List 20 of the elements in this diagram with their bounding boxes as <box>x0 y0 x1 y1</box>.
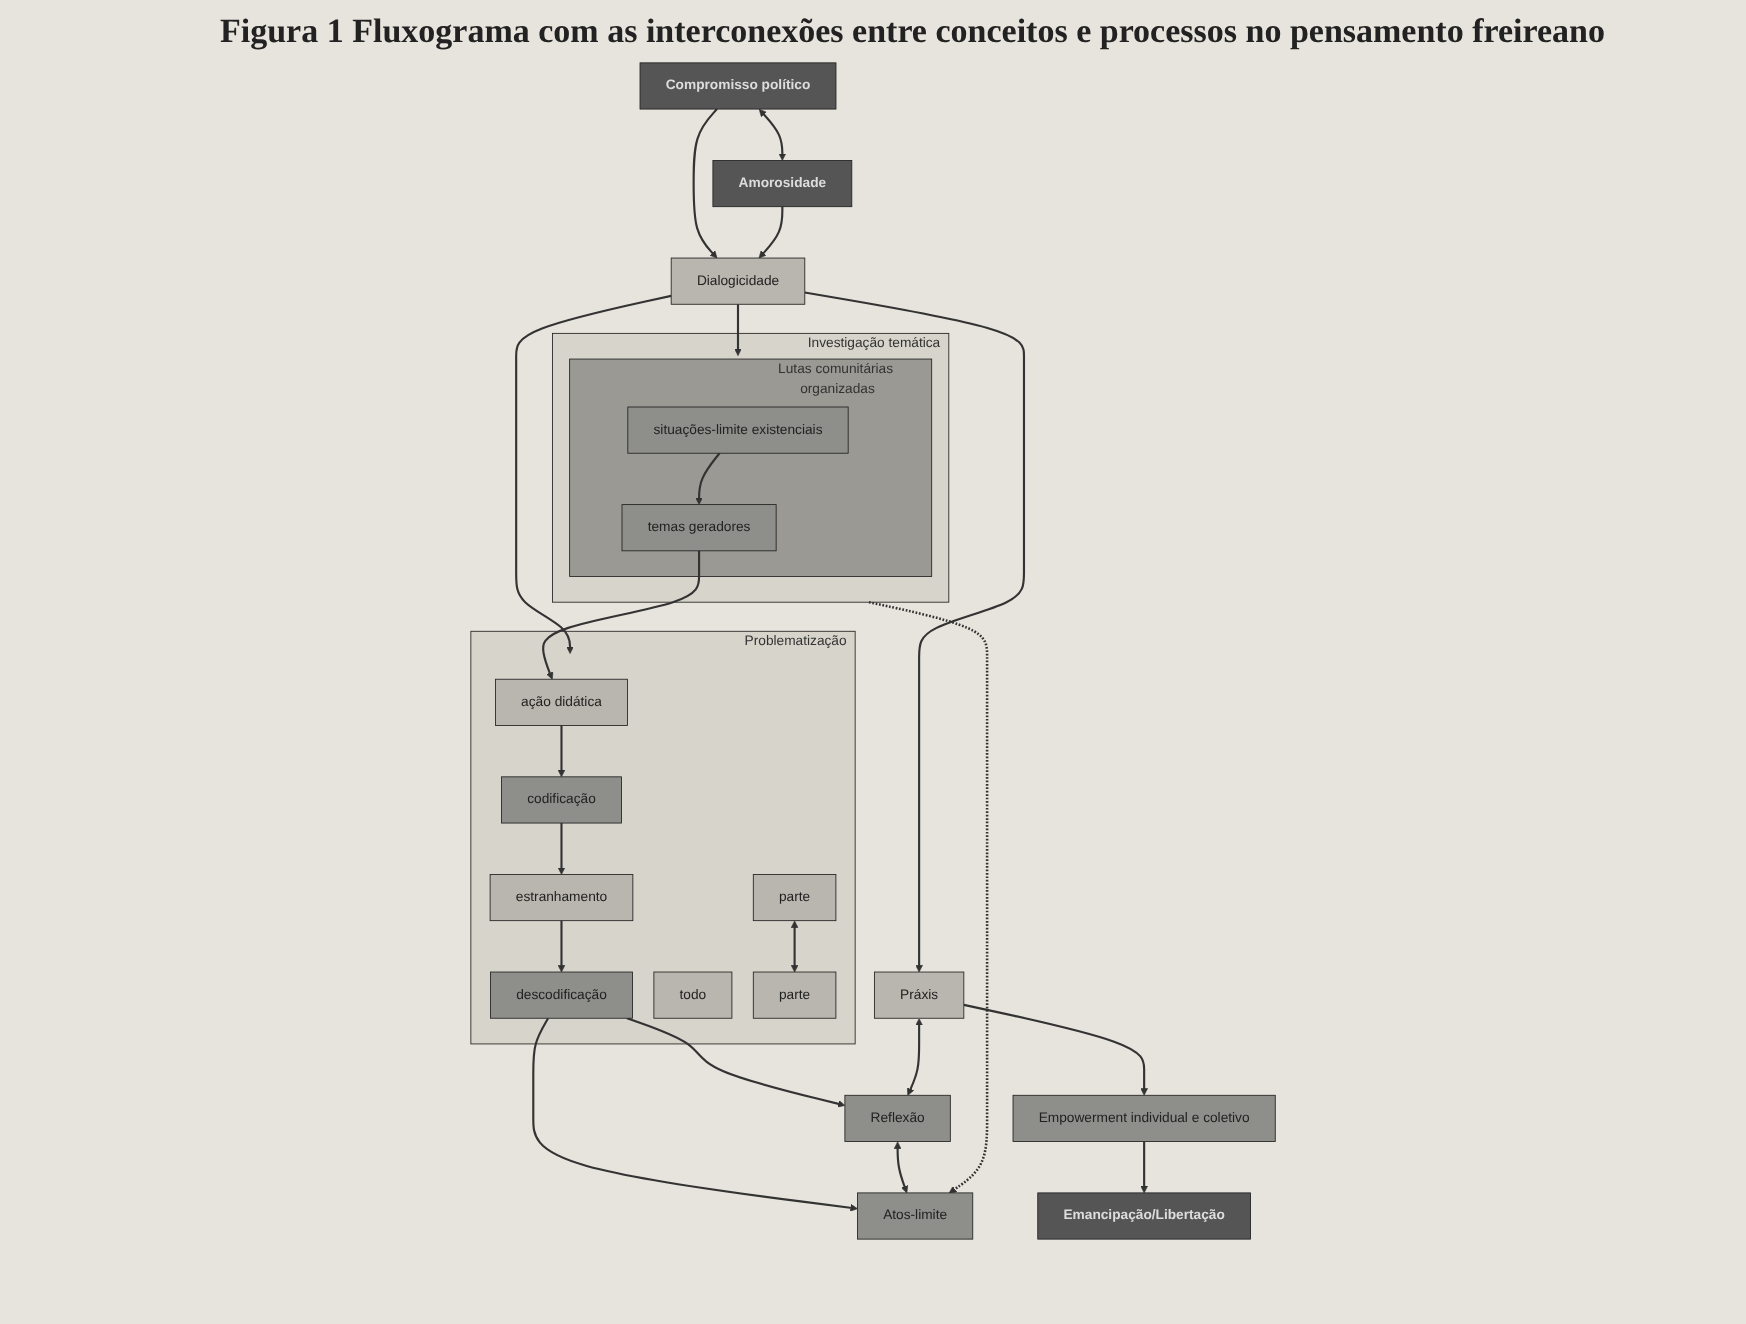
arrow <box>557 920 566 973</box>
arrow <box>790 920 799 973</box>
arrow <box>804 291 1025 973</box>
arrow <box>758 109 787 161</box>
arrow <box>626 1017 846 1108</box>
arrow <box>557 823 566 875</box>
arrow <box>695 452 721 505</box>
arrow <box>515 294 672 654</box>
arrow <box>541 550 701 680</box>
arrow <box>692 108 718 259</box>
arrow <box>868 600 989 1194</box>
arrow <box>557 725 566 778</box>
arrow <box>532 1017 858 1212</box>
arrow <box>893 1141 908 1194</box>
arrow <box>734 304 742 356</box>
arrow <box>758 206 784 259</box>
arrow <box>1140 1141 1148 1194</box>
arrow <box>963 1003 1148 1096</box>
figure-title: Figura 1 Fluxograma com as interconexões entre conceitos e processos no pensamento freireano <box>220 12 1607 52</box>
arrow <box>907 1018 923 1096</box>
